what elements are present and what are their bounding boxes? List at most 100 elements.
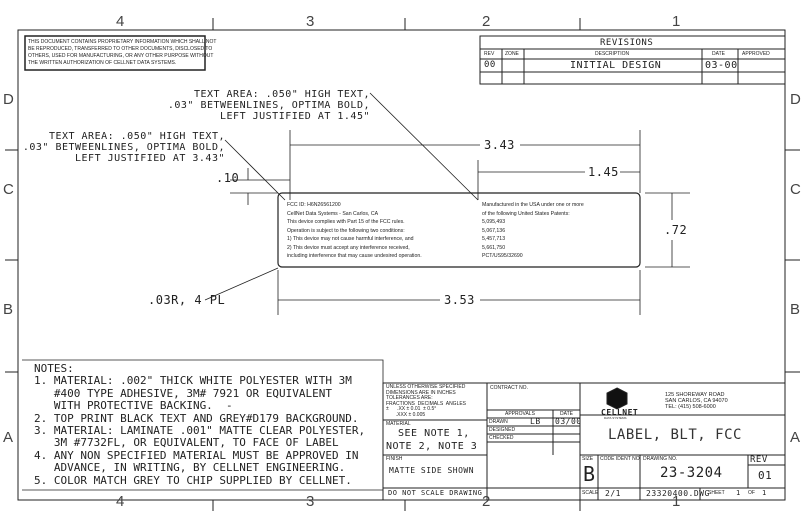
tolerances: UNLESS OTHERWISE SPECIFIED DIMENSIONS AR… xyxy=(386,384,467,419)
note-line: 5. COLOR MATCH GREY TO CHIP SUPPLIED BY … xyxy=(34,473,352,487)
drawn-by: LB xyxy=(530,417,541,426)
label-line: PCT/US95/32690 xyxy=(482,253,523,259)
zone-row-c-right: C xyxy=(790,181,801,198)
drawn-label: DRAWN xyxy=(489,419,508,425)
tolerance-line: TOLERANCES ARE: xyxy=(386,395,433,402)
callout-line: .03" BETWEENLINES, OPTIMA BOLD, xyxy=(167,100,370,111)
material-value-2: NOTE 2, NOTE 3 xyxy=(386,441,478,452)
company-subtitle: DATA SYSTEMS xyxy=(604,416,627,420)
scale-value: 2/1 xyxy=(605,489,621,498)
tolerance-line: .XXX ± 0.005 xyxy=(386,411,426,418)
company-name: CELLNET xyxy=(601,408,639,417)
zone-col-2-bottom: 2 xyxy=(482,493,491,510)
drawing-title: LABEL, BLT, FCC xyxy=(608,427,742,443)
callout-line: LEFT JUSTIFIED AT 3.43" xyxy=(75,153,225,164)
finish-value: MATTE SIDE SHOWN xyxy=(389,466,475,475)
title-block-lines xyxy=(382,382,786,501)
label-line: 5,095,493 xyxy=(482,219,506,225)
dim-3-53: 3.53 xyxy=(444,293,475,307)
code-ident-label: CODE IDENT NO. xyxy=(600,456,642,462)
tolerance-line: UNLESS OTHERWISE SPECIFIED xyxy=(386,384,466,390)
size-label: SIZE xyxy=(582,456,594,462)
rev-label: REV xyxy=(750,455,768,465)
callout-text-area-343: TEXT AREA: .050" HIGH TEXT, .03" BETWEEN… xyxy=(23,131,225,164)
date-header: DATE xyxy=(712,51,725,57)
label-right-text: Manufactured in the USA under one or mor… xyxy=(482,201,584,261)
company-address: 125 SHOREWAY ROAD SAN CARLOS, CA 94070 T… xyxy=(665,392,728,410)
label-line: Manufactured in the USA under one or mor… xyxy=(482,202,584,208)
rev-date: 03-00 xyxy=(705,60,738,71)
dim-3-43: 3.43 xyxy=(484,138,515,152)
address-line: TEL: (415) 508-6000 xyxy=(665,404,716,410)
scale-label: SCALE xyxy=(582,490,599,496)
label-line: 5,457,713 xyxy=(482,236,506,242)
of-label: OF xyxy=(748,490,755,496)
notes-title: NOTES: xyxy=(34,362,74,375)
label-line: Operation is subject to the following tw… xyxy=(287,227,405,234)
contract-no-label: CONTRACT NO. xyxy=(490,385,528,391)
rev-value: 00 xyxy=(484,60,496,70)
label-line: 2) This device must accept any interfere… xyxy=(287,244,410,251)
zone-row-b-right: B xyxy=(790,301,801,318)
label-outline xyxy=(277,192,641,268)
notice-line: THIS DOCUMENT CONTAINS PROPRIETARY INFOR… xyxy=(28,39,217,45)
dim-0-72: .72 xyxy=(664,223,688,237)
zone-row-c: C xyxy=(3,181,14,198)
tolerance-line: FRACTIONS DECIMALS ANGLES xyxy=(386,400,467,407)
dim-0-10: .10 xyxy=(216,171,240,185)
zone-col-3: 3 xyxy=(306,13,315,30)
drawing-no-label: DRAWING NO. xyxy=(643,456,678,462)
note-line: 4. ANY NON SPECIFIED MATERIAL MUST BE AP… xyxy=(34,448,359,462)
zone-col-1-bottom: 1 xyxy=(672,493,681,510)
zone-col-2: 2 xyxy=(482,13,491,30)
label-line: 5,661,750 xyxy=(482,244,506,251)
revisions-title: REVISIONS xyxy=(600,38,654,48)
zone-col-1: 1 xyxy=(672,13,681,30)
sheet-label: SHEET xyxy=(708,490,725,496)
notes: NOTES: 1. MATERIAL: .002" THICK WHITE PO… xyxy=(34,362,366,487)
rev-number: 01 xyxy=(758,469,773,482)
designed-label: DESIGNED xyxy=(489,427,516,433)
note-line: WITH PROTECTIVE BACKING. - xyxy=(34,399,233,413)
material-label: MATERIAL xyxy=(386,421,411,427)
zone-row-b: B xyxy=(3,301,14,318)
callout-line: TEXT AREA: .050" HIGH TEXT, xyxy=(193,89,370,100)
zone-header: ZONE xyxy=(505,51,519,57)
notice-line: BE REPRODUCED, TRANSFERRED TO OTHER DOCU… xyxy=(28,46,213,52)
drawn-date: 03/00 xyxy=(555,417,582,426)
note-line: 1. MATERIAL: .002" THICK WHITE POLYESTER… xyxy=(34,374,352,388)
finish-label: FINISH xyxy=(386,456,403,462)
label-line: CellNet Data Systems - San Carlos, CA xyxy=(287,210,379,217)
description-header: DESCRIPTION xyxy=(595,51,630,57)
dim-corner-radius: .03R, 4 PL xyxy=(148,293,226,307)
zone-row-a-right: A xyxy=(790,429,801,446)
cellnet-logo xyxy=(606,387,628,410)
material-value-1: SEE NOTE 1, xyxy=(398,428,470,439)
label-line: including interference that may cause un… xyxy=(287,253,422,259)
zone-col-4-bottom: 4 xyxy=(116,493,125,510)
address-line: SAN CARLOS, CA 94070 xyxy=(665,398,728,404)
do-not-scale: DO NOT SCALE DRAWING xyxy=(388,489,483,497)
note-line: ADVANCE, IN WRITING, BY CELLNET ENGINEER… xyxy=(34,461,346,475)
zone-col-4: 4 xyxy=(116,13,125,30)
tolerance-line: ± .XX ± 0.01 ± 0.5° xyxy=(386,406,437,413)
label-line: FCC ID: H6N26561200 xyxy=(287,202,341,208)
tolerance-line: DIMENSIONS ARE IN INCHES xyxy=(386,389,456,396)
sheet-total: 1 xyxy=(762,489,767,497)
label-line: This device complies with Part 15 of the… xyxy=(287,219,405,225)
callout-line: .03" BETWEENLINES, OPTIMA BOLD, xyxy=(22,142,225,153)
note-line: 3. MATERIAL: LAMINATE .001" MATTE CLEAR … xyxy=(34,424,366,438)
callout-text-area-145: TEXT AREA: .050" HIGH TEXT, .03" BETWEEN… xyxy=(168,89,370,122)
size-value: B xyxy=(583,462,596,486)
note-line: 2. TOP PRINT BLACK TEXT AND GREY#D179 BA… xyxy=(34,411,359,425)
notice-line: THE WRITTEN AUTHORIZATION OF CELLNET DAT… xyxy=(28,60,177,66)
notice-line: OTHERS, USED FOR MANUFACTURING, OR ANY O… xyxy=(28,53,214,59)
approved-header: APPROVED xyxy=(742,51,770,57)
dimension-lines xyxy=(204,92,690,315)
sheet-number: 1 xyxy=(736,489,741,497)
label-line: 5,067,136 xyxy=(482,227,506,234)
rev-description: INITIAL DESIGN xyxy=(570,60,662,71)
dwg-file: 23320400.DWG xyxy=(646,489,710,498)
label-line: of the following United States Patents: xyxy=(482,210,570,217)
